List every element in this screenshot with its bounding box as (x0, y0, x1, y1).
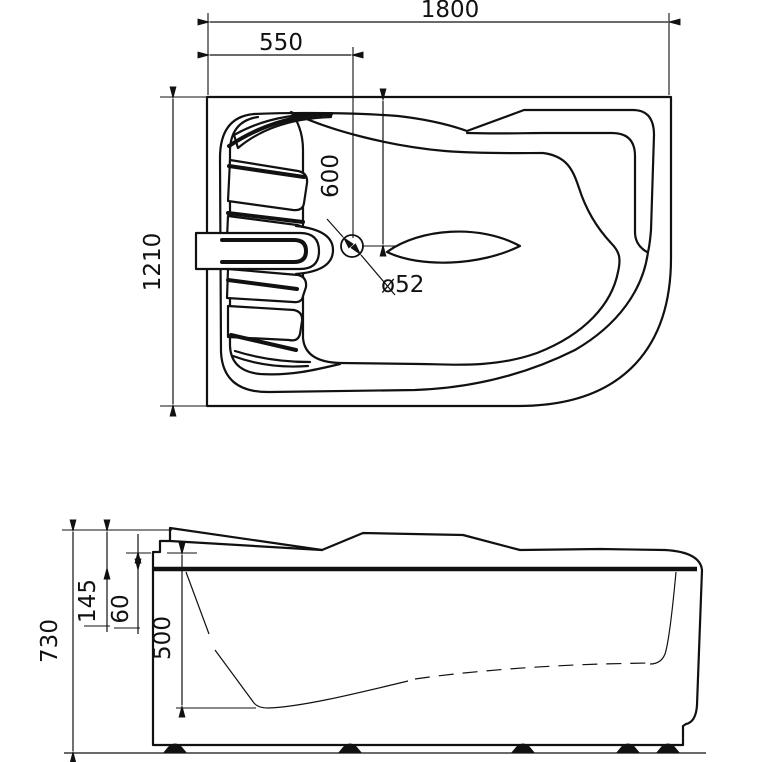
interior-back-slope-a (185, 571, 210, 635)
cushion-band-4 (226, 304, 304, 342)
side-profile-outline (151, 526, 704, 747)
dim-drain-diameter-label: ø52 (381, 272, 424, 298)
dim-550-label: 550 (259, 30, 303, 56)
interior-back-slope-b (214, 649, 255, 704)
dim-730-label: 730 (37, 619, 63, 663)
faucet-fixture (194, 224, 335, 276)
dim-60-label: 60 (108, 594, 134, 623)
drain-circle (340, 234, 364, 258)
dim-500-label: 500 (150, 616, 176, 660)
cushion-band-1-edge (227, 164, 306, 179)
cushion-band-3-edge (226, 278, 299, 291)
plan-view: 1800 550 1210 600 ø52 (140, 0, 681, 417)
interior-right-wall (649, 571, 677, 665)
dim-600-label: 600 (318, 154, 344, 198)
interior-bottom-hidden (414, 662, 649, 680)
feet (163, 743, 680, 753)
faucet-bump-arc (294, 224, 335, 276)
foot-4 (616, 743, 640, 753)
faucet-inner-detail (220, 238, 309, 264)
cushion-band-1 (226, 158, 309, 212)
dim-1210-label: 1210 (140, 233, 166, 292)
leader-drain-upper (326, 218, 354, 249)
headrest-side-wedge-edge (168, 539, 324, 552)
cushion-wedge-bottom-b (231, 354, 310, 368)
leader-drain-lower (350, 243, 396, 296)
pillow-outline (385, 230, 522, 264)
foot-3 (511, 743, 535, 753)
dim-145-label: 145 (75, 579, 101, 623)
cushion-band-2-edge (226, 211, 305, 224)
side-dimensions: 730 145 60 500 (37, 519, 256, 762)
plan-dimensions: 1800 550 1210 600 ø52 (140, 0, 681, 417)
side-view: 730 145 60 500 (37, 519, 706, 762)
side-interior-lines (185, 571, 677, 709)
rim-inner-corner-line (465, 131, 649, 254)
cushion-wedge-bottom-a (233, 349, 312, 364)
cushion-band-4-edge (229, 333, 298, 352)
interior-bottom-solid (253, 680, 409, 709)
dim-1800-label: 1800 (421, 0, 480, 23)
foot-1 (163, 743, 187, 753)
foot-2 (338, 743, 362, 753)
foot-5 (656, 743, 680, 753)
rim-inner-left-line (228, 115, 342, 376)
cushion-wedge-top-edge (227, 112, 333, 148)
